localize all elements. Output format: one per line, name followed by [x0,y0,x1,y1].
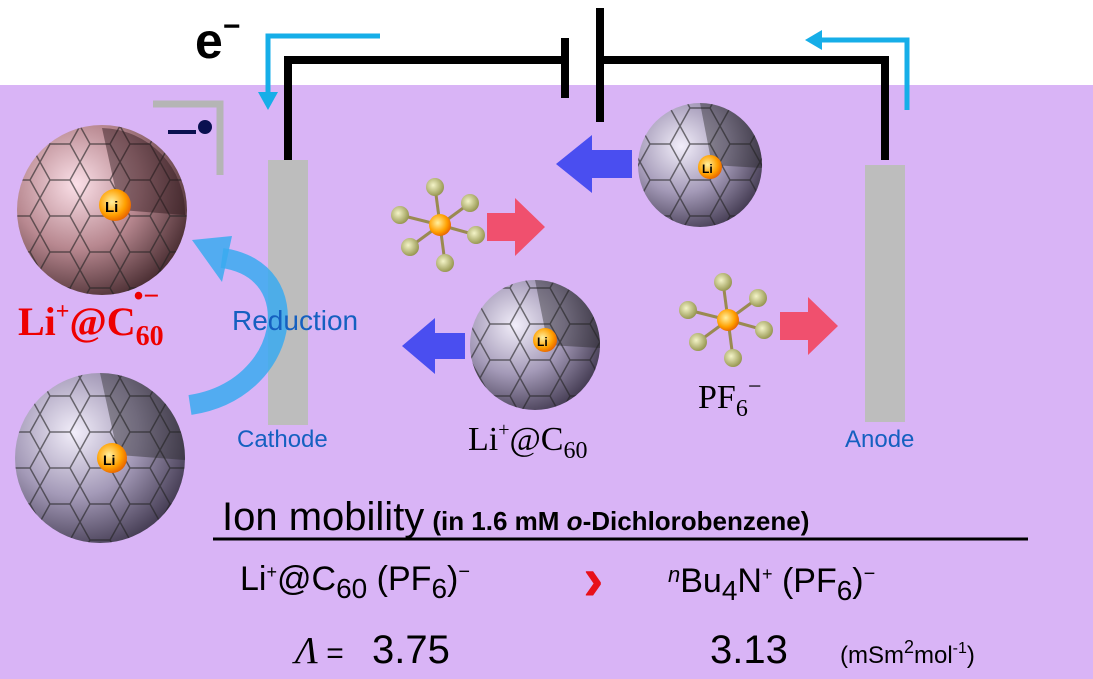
right-value: 3.13 [710,628,788,672]
cathode-label: Cathode [237,426,328,453]
unit-label: (mSm2mol-1) [840,637,975,669]
anion-arrow-1 [487,198,545,256]
svg-text:Li: Li [103,452,115,468]
fullerene-neutral-left: Li [15,373,186,543]
electron-dot [198,120,212,134]
mobility-left-compound: Li+@C60 (PF6)− [240,560,470,604]
electron-bracket [153,100,224,175]
svg-text:Li: Li [702,162,713,176]
radical-anion-label: Li+@C60•− [18,281,164,352]
fullerene-cation-middle: Li [470,279,601,410]
fullerene-radical-anion: Li [17,125,187,295]
fullerene-cation-top: Li [638,102,763,227]
svg-text:Li: Li [105,199,118,216]
cation-label: Li+@C60 [468,419,588,464]
anion-label: PF6− [698,374,761,422]
reduction-arrow [188,248,288,415]
reduction-label: Reduction [232,305,358,336]
molar-conductivity-symbol: Λ = [292,630,344,672]
svg-text:Li: Li [537,335,548,349]
circuit-wires [284,8,889,160]
left-value: 3.75 [372,628,450,672]
anode-label: Anode [845,426,914,453]
mobility-right-compound: nBu4N+ (PF6)− [668,562,875,606]
cation-arrow-2 [402,318,465,374]
pf6-molecule-right [679,273,773,367]
electron-flow-arrows [258,30,910,110]
cation-arrow-1 [556,135,632,193]
mobility-title: Ion mobility(in 1.6 mM o-Dichlorobenzene… [222,495,809,539]
electron-label: e− [195,10,240,69]
anion-arrow-2 [780,297,838,355]
greater-than-symbol: › [583,545,604,614]
pf6-molecule-left [391,178,485,272]
anode-electrode [865,165,905,422]
